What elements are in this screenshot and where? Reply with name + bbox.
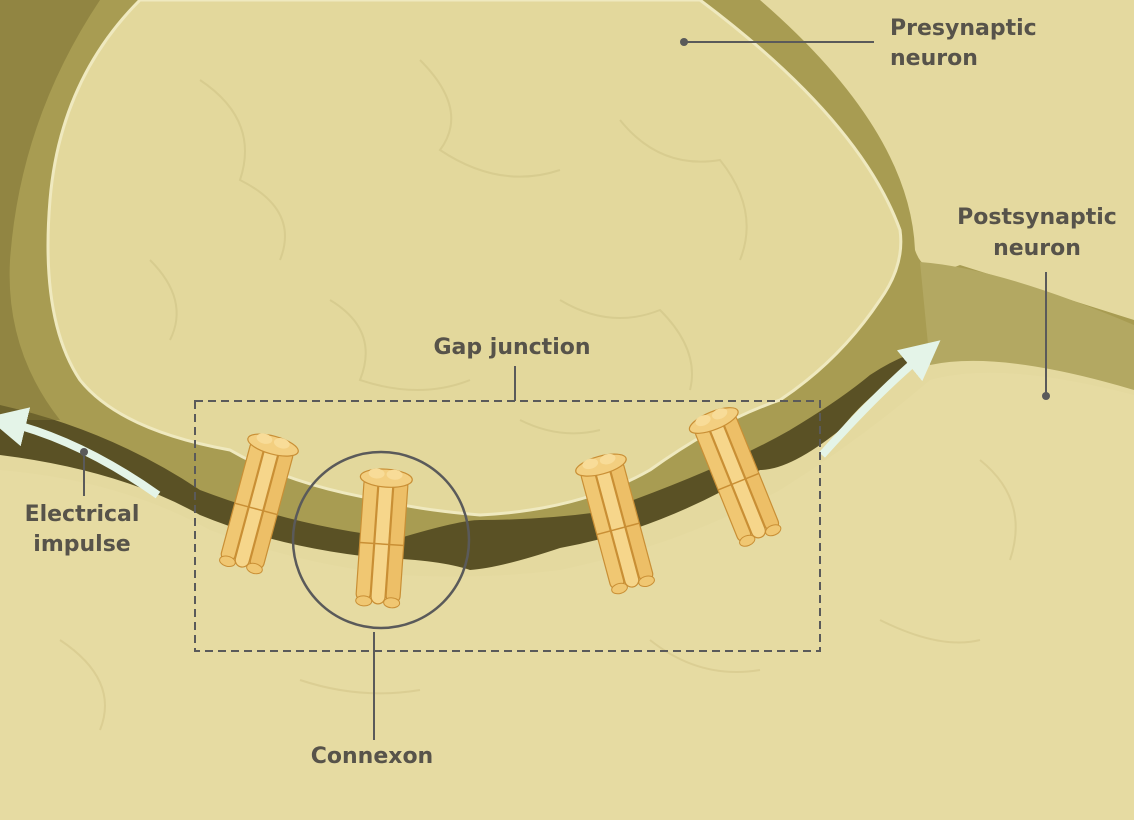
connexon-highlight-circle <box>291 450 471 630</box>
electrical-impulse-label-line2: impulse <box>33 532 130 557</box>
connexon-label: Connexon <box>311 744 433 769</box>
electrical-impulse-label-line1: Electrical <box>25 502 140 527</box>
gap-junction-box <box>194 400 821 652</box>
presynaptic-label-line2: neuron <box>890 46 978 71</box>
impulse-arrow-right <box>819 340 941 458</box>
postsynaptic-membrane <box>920 262 1134 390</box>
presynaptic-label-line1: Presynaptic <box>890 16 1037 41</box>
presynaptic-cytoplasm <box>46 0 903 517</box>
presynaptic-shadow <box>0 0 100 420</box>
impulse-dot <box>80 448 88 456</box>
postsynaptic-texture <box>59 459 1017 731</box>
postsynaptic-label-line1: Postsynaptic <box>957 205 1117 230</box>
postsynaptic-dot <box>1042 392 1050 400</box>
gap-junction-label: Gap junction <box>433 335 590 360</box>
impulse-arrow-left <box>0 407 161 499</box>
cytoplasm-texture <box>149 59 748 435</box>
leader-lines <box>80 38 1050 740</box>
postsynaptic-body <box>0 372 1134 820</box>
postsynaptic-label-line2: neuron <box>993 236 1081 261</box>
presynaptic-dot <box>680 38 688 46</box>
